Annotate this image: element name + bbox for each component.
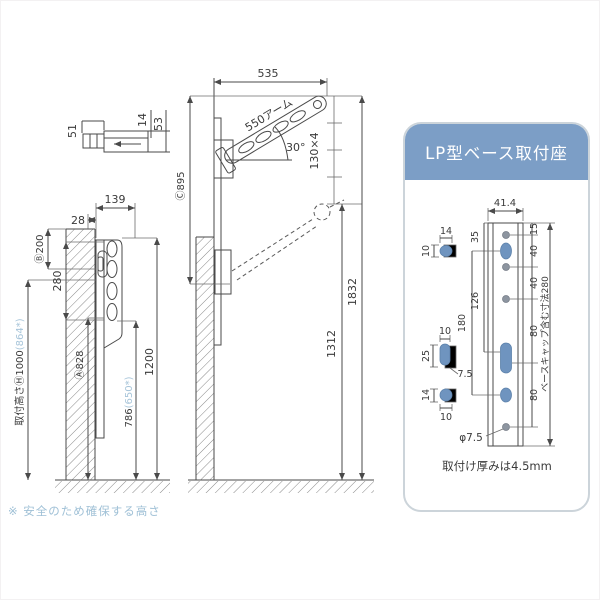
dim-28: 28 [71, 214, 85, 227]
side-view [25, 203, 170, 493]
panel-note: 取付け厚みは4.5mm [442, 459, 552, 473]
dim-1832: 1832 [346, 278, 359, 306]
dim-c895: Ⓒ895 [175, 171, 187, 200]
dim-126: 126 [470, 292, 481, 310]
hole-detail-top [431, 235, 457, 258]
base-mount-panel: LP型ベース取付座 [403, 122, 590, 512]
dim-bot-hole-14: 14 [421, 389, 432, 401]
dim-40b: 40 [529, 277, 540, 289]
arm-assembly [213, 95, 327, 295]
dim-786: 786(650*) [124, 376, 135, 427]
plate-holes [500, 231, 512, 431]
dim-80a: 80 [529, 325, 540, 337]
ground-hatch-right [188, 481, 374, 493]
dim-mid-hole-10: 10 [439, 326, 451, 337]
dim-51: 51 [66, 124, 79, 138]
hole-detail-bottom [430, 388, 457, 411]
dim-535: 535 [258, 67, 279, 80]
dim-hole-dia: φ7.5 [459, 432, 483, 444]
dim-280: 280 [51, 271, 64, 292]
dim-angle-30: 30° [286, 141, 306, 154]
arm-profile-detail [81, 110, 170, 153]
arm-pivot-housing [213, 139, 234, 179]
dim-top-hole-10: 10 [421, 245, 432, 257]
base-plate-drawing: 41.4 15 40 40 80 80 ベースキャップ含む寸法280 [421, 198, 555, 473]
dim-14-profile: 14 [136, 113, 149, 127]
dim-b200: Ⓑ200 [34, 234, 46, 263]
dim-a828: Ⓐ828 [74, 350, 86, 379]
base-plate [487, 222, 524, 447]
right-dim-chain [510, 222, 555, 447]
wall-hatch-2 [196, 237, 214, 480]
dim-40a: 40 [529, 245, 540, 257]
ground-hatch-left [55, 481, 170, 493]
left-dims [471, 222, 500, 396]
dim-53: 53 [152, 117, 165, 131]
dim-1312: 1312 [325, 330, 338, 358]
dim-1200: 1200 [143, 348, 156, 376]
bracket-side [97, 239, 123, 349]
dim-mount-height: 取付高さⒽ1000(864*) [13, 318, 26, 425]
arm-lowered-dashed [231, 199, 345, 281]
dim-bot-hole-10: 10 [440, 412, 452, 423]
dim-80b: 80 [529, 389, 540, 401]
dim-mid-hole-25: 25 [421, 350, 432, 362]
lower-bracket [214, 249, 232, 295]
panel-title: LP型ベース取付座 [425, 144, 568, 163]
dim-mid-hole-7-5: 7.5 [457, 369, 472, 380]
dim-41-4: 41.4 [494, 198, 516, 209]
base-plate-front [213, 117, 222, 346]
hole-detail-mid [430, 335, 459, 375]
safety-note: ※ 安全のため確保する高さ [8, 504, 161, 518]
dim-overall-280: ベースキャップ含む寸法280 [539, 276, 551, 392]
dim-180: 180 [457, 314, 468, 332]
dim-15: 15 [529, 223, 540, 235]
dim-130x4: 130×4 [308, 132, 321, 169]
panel-header: LP型ベース取付座 [405, 124, 588, 180]
front-view [187, 78, 374, 493]
dim-35: 35 [470, 231, 481, 243]
arm-label: 550アーム [243, 96, 295, 134]
dim-top-hole-14: 14 [440, 226, 452, 237]
dim-139: 139 [105, 193, 126, 206]
